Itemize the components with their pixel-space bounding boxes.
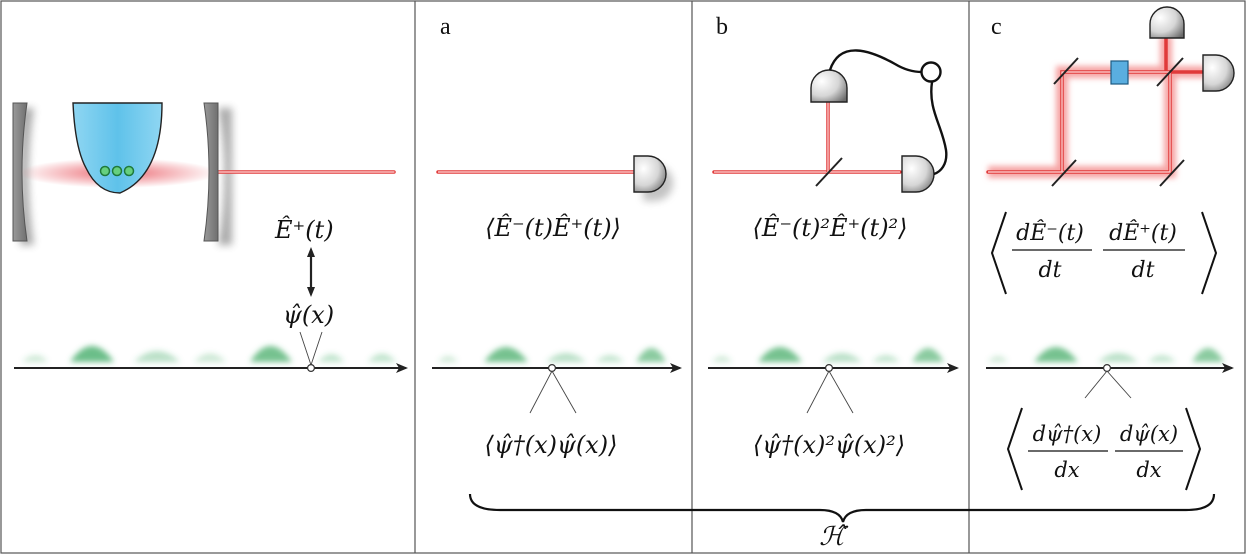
- detector-icon: [810, 69, 848, 103]
- hamiltonian-brace: ℋ̂: [468, 493, 1216, 552]
- beam-splitter-icon: [1156, 57, 1184, 87]
- field-correlator-a: ⟨Ê⁻(t)Ê⁺(t)⟩: [485, 213, 621, 242]
- svg-text:dψ̂(x): dψ̂(x): [1120, 422, 1178, 446]
- detector-icon: [901, 155, 935, 193]
- coincidence-cable: [828, 49, 923, 74]
- field-correlator-c: dÊ⁻(t) dt dÊ⁺(t) dt: [990, 211, 1218, 295]
- beam-splitter-icon: [815, 157, 843, 187]
- position-marker: [307, 364, 316, 373]
- mirror-icon: [1159, 159, 1185, 187]
- setup-panel: Ê⁺(t) ψ̂(x): [12, 102, 408, 373]
- position-marker: [824, 364, 833, 373]
- matter-correlator-b: ⟨ψ̂†(x)²ψ̂(x)²⟩: [753, 431, 905, 459]
- interferometer-beams: [986, 34, 1208, 178]
- hamiltonian-label: ℋ̂: [819, 522, 849, 552]
- coincidence-cable: [930, 81, 948, 176]
- position-marker: [1102, 364, 1111, 373]
- panel-c: c: [986, 6, 1235, 491]
- correlator-icon: [920, 61, 942, 83]
- density-profile: [988, 347, 1224, 362]
- panel-a: a ⟨Ê⁻(t)Ê⁺(t)⟩ ⟨ψ̂†(x)ψ̂(x)⟩: [432, 14, 682, 459]
- detector-icon: [1149, 6, 1185, 39]
- field-operator-label: Ê⁺(t): [274, 215, 334, 244]
- matter-correlator-c: dψ̂†(x) dx dψ̂(x) dx: [1006, 407, 1202, 491]
- mirror-icon: [1053, 57, 1079, 85]
- condensate-bowl: [72, 102, 163, 194]
- pointer-line: [828, 370, 854, 414]
- pointer-line: [529, 370, 553, 414]
- pointer-line: [551, 370, 577, 414]
- panel-label-b: b: [716, 14, 728, 40]
- phase-shifter-icon: [1110, 60, 1129, 85]
- atom-icon: [111, 165, 123, 177]
- mirror-icon: [203, 102, 219, 242]
- density-profile: [712, 347, 944, 362]
- panel-label-c: c: [991, 14, 1002, 40]
- position-marker: [547, 364, 556, 373]
- mirror-icon: [12, 102, 28, 242]
- matter-correlator-a: ⟨ψ̂†(x)ψ̂(x)⟩: [485, 431, 618, 459]
- pointer-line: [806, 370, 830, 414]
- beam-splitter-icon: [1051, 159, 1077, 187]
- field-correlator-b: ⟨Ê⁻(t)²Ê⁺(t)²⟩: [752, 213, 907, 242]
- pointer-line: [310, 331, 323, 366]
- pointer-line: [1084, 370, 1108, 399]
- svg-text:dt: dt: [1132, 258, 1155, 283]
- pointer-line: [299, 331, 312, 366]
- panel-label-a: a: [440, 14, 451, 40]
- svg-text:dψ̂†(x): dψ̂†(x): [1033, 422, 1102, 446]
- svg-text:dÊ⁺(t): dÊ⁺(t): [1109, 219, 1177, 246]
- pointer-line: [1106, 370, 1132, 399]
- atom-icon: [99, 165, 111, 177]
- svg-text:dx: dx: [1136, 458, 1161, 482]
- matter-operator-label: ψ̂(x): [283, 301, 334, 329]
- density-profile: [22, 346, 396, 362]
- detector-icon: [633, 155, 673, 201]
- svg-text:dÊ⁻(t): dÊ⁻(t): [1016, 219, 1084, 246]
- detector-icon: [1202, 54, 1235, 92]
- svg-text:dt: dt: [1039, 258, 1062, 283]
- density-profile: [438, 347, 666, 362]
- atom-icon: [123, 165, 135, 177]
- svg-text:dx: dx: [1054, 458, 1079, 482]
- panel-b: b ⟨Ê⁻(t)²Ê⁺(t)²⟩: [708, 14, 959, 459]
